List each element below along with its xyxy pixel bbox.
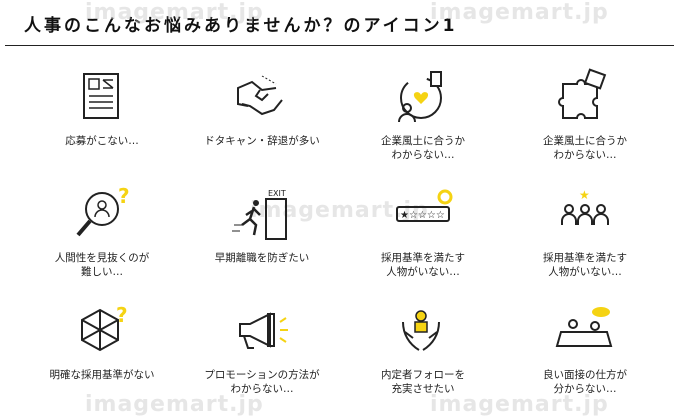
- label-line-2: 難しい…: [81, 266, 123, 278]
- watermark: imagemart.jp: [430, 392, 609, 417]
- label-line-2: わからない…: [553, 149, 617, 161]
- label-line-1: 企業風土に合うか: [543, 135, 627, 147]
- hands-person-icon: [402, 310, 440, 351]
- resume-icon: [83, 73, 119, 119]
- concern-label: 早期離職を防ぎたい: [182, 251, 342, 265]
- megaphone-icon: [239, 312, 288, 349]
- selected-person-icon: ★: [561, 188, 609, 225]
- label-line-1: 良い面接の仕方が: [543, 369, 627, 381]
- label-line-2: わからない…: [391, 149, 455, 161]
- exit-running-icon: EXIT: [232, 189, 287, 240]
- concern-item: ★ 採用基準を満たす人物がいない…: [505, 185, 665, 279]
- concern-item: 企業風土に合うかわからない…: [343, 68, 503, 162]
- svg-text:★☆☆☆☆: ★☆☆☆☆: [400, 210, 445, 221]
- concern-item: 内定者フォローを充実させたい: [343, 302, 503, 396]
- svg-text:?: ?: [118, 185, 130, 208]
- label-line-1: 早期離職を防ぎたい: [214, 252, 310, 264]
- label-line-2: 人物がいない…: [548, 266, 622, 278]
- watermark: imagemart.jp: [85, 392, 264, 417]
- concern-item: EXIT 早期離職を防ぎたい: [182, 185, 342, 265]
- star-rating-icon: ★☆☆☆☆: [396, 189, 453, 222]
- concern-item: ? 人間性を見抜くのが難しい…: [22, 185, 182, 279]
- concern-label: 良い面接の仕方が分からない…: [505, 368, 665, 396]
- label-line-1: 人間性を見抜くのが: [54, 252, 150, 264]
- svg-text:★: ★: [579, 188, 590, 202]
- concern-label: ドタキャン・辞退が多い: [182, 134, 342, 148]
- concern-label: 内定者フォローを充実させたい: [343, 368, 503, 396]
- concern-label: 人間性を見抜くのが難しい…: [22, 251, 182, 279]
- puzzle-icon: [558, 68, 607, 119]
- label-line-1: 応募がこない…: [65, 135, 139, 147]
- label-line-1: ドタキャン・辞退が多い: [204, 135, 320, 147]
- handshake-icon: [237, 75, 283, 116]
- concern-item: ? 明確な採用基準がない: [22, 302, 182, 382]
- label-line-2: 人物がいない…: [386, 266, 460, 278]
- company-fit-icon: [398, 71, 442, 123]
- concern-label: 応募がこない…: [22, 134, 182, 148]
- label-line-2: 充実させたい: [391, 383, 455, 395]
- label-line-1: 内定者フォローを: [381, 369, 465, 381]
- concern-label: 企業風土に合うかわからない…: [505, 134, 665, 162]
- concern-item: 良い面接の仕方が分からない…: [505, 302, 665, 396]
- concern-label: 明確な採用基準がない: [22, 368, 182, 382]
- concern-label: 採用基準を満たす人物がいない…: [505, 251, 665, 279]
- interview-icon: [555, 307, 613, 347]
- watermark: imagemart.jp: [85, 0, 264, 25]
- concern-item: ★☆☆☆☆ 採用基準を満たす人物がいない…: [343, 185, 503, 279]
- magnifier-person-icon: ?: [76, 185, 130, 237]
- svg-text:?: ?: [116, 303, 128, 327]
- title-divider: [5, 45, 674, 46]
- svg-text:EXIT: EXIT: [268, 189, 286, 198]
- label-line-1: 企業風土に合うか: [381, 135, 465, 147]
- concern-item: プロモーションの方法がわからない…: [182, 302, 342, 396]
- concern-label: 採用基準を満たす人物がいない…: [343, 251, 503, 279]
- concern-label: 企業風土に合うかわからない…: [343, 134, 503, 162]
- watermark: imagemart.jp: [250, 198, 429, 223]
- concern-item: 応募がこない…: [22, 68, 182, 148]
- page-title: 人事のこんなお悩みありませんか？のアイコン1: [24, 16, 458, 36]
- concern-label: プロモーションの方法がわからない…: [182, 368, 342, 396]
- hexagon-question-icon: ?: [81, 303, 128, 352]
- label-line-1: 採用基準を満たす: [543, 252, 627, 264]
- label-line-1: 採用基準を満たす: [381, 252, 465, 264]
- label-line-1: プロモーションの方法が: [204, 369, 320, 381]
- label-line-2: 分からない…: [553, 383, 617, 395]
- watermark: imagemart.jp: [430, 0, 609, 25]
- label-line-2: わからない…: [230, 383, 294, 395]
- label-line-1: 明確な採用基準がない: [49, 369, 155, 381]
- concern-item: 企業風土に合うかわからない…: [505, 68, 665, 162]
- concern-item: ドタキャン・辞退が多い: [182, 68, 342, 148]
